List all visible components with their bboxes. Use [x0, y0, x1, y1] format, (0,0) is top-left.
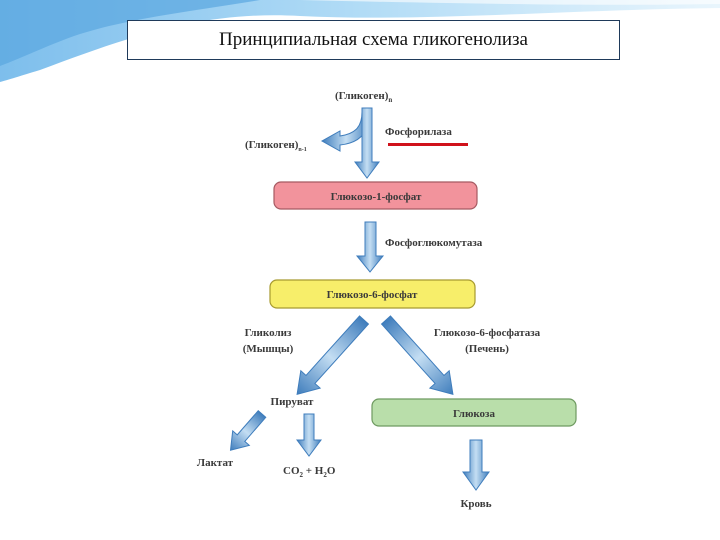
arrow-g6p-to-pyruvate	[296, 315, 370, 395]
glycogen-n1-label: (Гликоген)n-1	[245, 139, 307, 153]
glucose-label: Глюкоза	[453, 408, 495, 420]
g1p-box	[273, 181, 478, 210]
glycolysis-label: Гликолиз	[245, 327, 292, 339]
glucose-box	[371, 398, 577, 427]
blood-label: Кровь	[460, 498, 491, 510]
arrow-glycogen-to-g1p	[354, 107, 380, 179]
phosphoglucomutase-label: Фосфоглюкомутаза	[385, 237, 483, 249]
co2-h2o-label: CO2 + H2O	[283, 465, 336, 479]
phosphorylase-label: Фосфорилаза	[385, 126, 452, 138]
title-box: Принципиальная схема гликогенолиза	[127, 20, 620, 60]
muscles-label: (Мышцы)	[243, 343, 294, 355]
phosphorylase-underline	[388, 143, 468, 146]
liver-label: (Печень)	[465, 343, 509, 355]
lactate-label: Лактат	[197, 457, 234, 469]
arrow-pyruvate-to-co2	[296, 413, 322, 457]
glycogen-n-label: (Гликоген)n	[335, 90, 392, 104]
g6p-box	[269, 279, 476, 309]
g6p-label: Глюкозо-6-фосфат	[327, 289, 418, 301]
slide-title: Принципиальная схема гликогенолиза	[218, 29, 528, 50]
arrow-glucose-to-blood	[462, 439, 490, 491]
arrow-g1p-to-g6p	[355, 221, 385, 273]
pyruvate-label: Пируват	[271, 396, 315, 408]
g1p-label: Глюкозо-1-фосфат	[331, 191, 422, 203]
g6phosphatase-label: Глюкозо-6-фосфатаза	[434, 327, 541, 339]
arrow-g6p-to-glucose	[380, 315, 454, 395]
arrow-pyruvate-to-lactate	[229, 410, 267, 451]
